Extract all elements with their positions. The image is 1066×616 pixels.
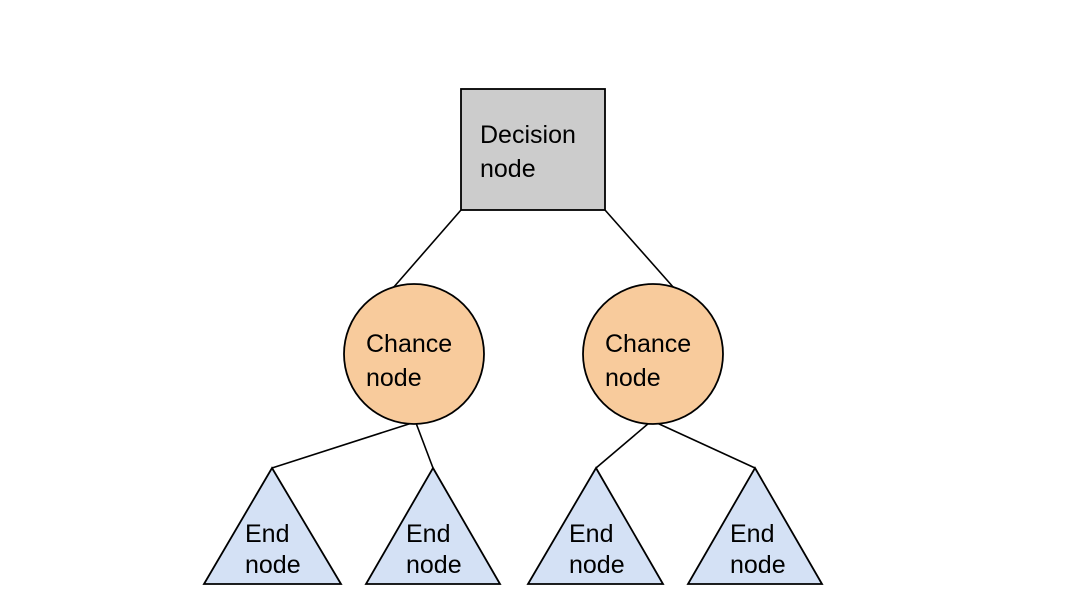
edge-chance-right-to-end-3 [595,422,650,469]
end-node-3[interactable]: End node [526,466,665,585]
end-node-1[interactable]: End node [202,466,343,585]
decision-node-label-line1: Decision [480,121,576,149]
end-node-4-label-line2: node [730,551,786,579]
edge-decision-to-chance-right [604,209,675,289]
end-node-3-shape[interactable] [526,466,665,585]
end-node-4-shape[interactable] [686,466,824,585]
chance-node-right-shape[interactable] [582,283,724,425]
decision-node[interactable]: Decision node [460,88,606,211]
edge-group [271,209,756,469]
edge-decision-to-chance-left [392,209,462,289]
chance-node-left-label-line1: Chance [366,330,452,358]
end-node-4[interactable]: End node [686,466,824,585]
end-node-1-label-line2: node [245,551,301,579]
decision-node-shape[interactable] [460,88,606,211]
end-node-1-shape[interactable] [202,466,343,585]
chance-node-left-shape[interactable] [343,283,485,425]
end-node-3-label-line1: End [569,520,613,548]
edge-chance-right-to-end-4 [656,422,756,469]
decision-node-label-line2: node [480,155,536,183]
chance-node-right[interactable]: Chance node [582,283,724,425]
end-node-2-label-line2: node [406,551,462,579]
edge-chance-left-to-end-2 [415,422,434,469]
edge-chance-left-to-end-1 [271,422,413,469]
chance-node-right-label-line1: Chance [605,330,691,358]
end-node-1-label-line1: End [245,520,289,548]
chance-node-left[interactable]: Chance node [343,283,485,425]
chance-node-right-label-line2: node [605,364,661,392]
end-node-4-label-line1: End [730,520,774,548]
end-node-2-label-line1: End [406,520,450,548]
end-node-2-shape[interactable] [364,466,502,585]
end-node-3-label-line2: node [569,551,625,579]
chance-node-left-label-line2: node [366,364,422,392]
end-node-2[interactable]: End node [364,466,502,585]
